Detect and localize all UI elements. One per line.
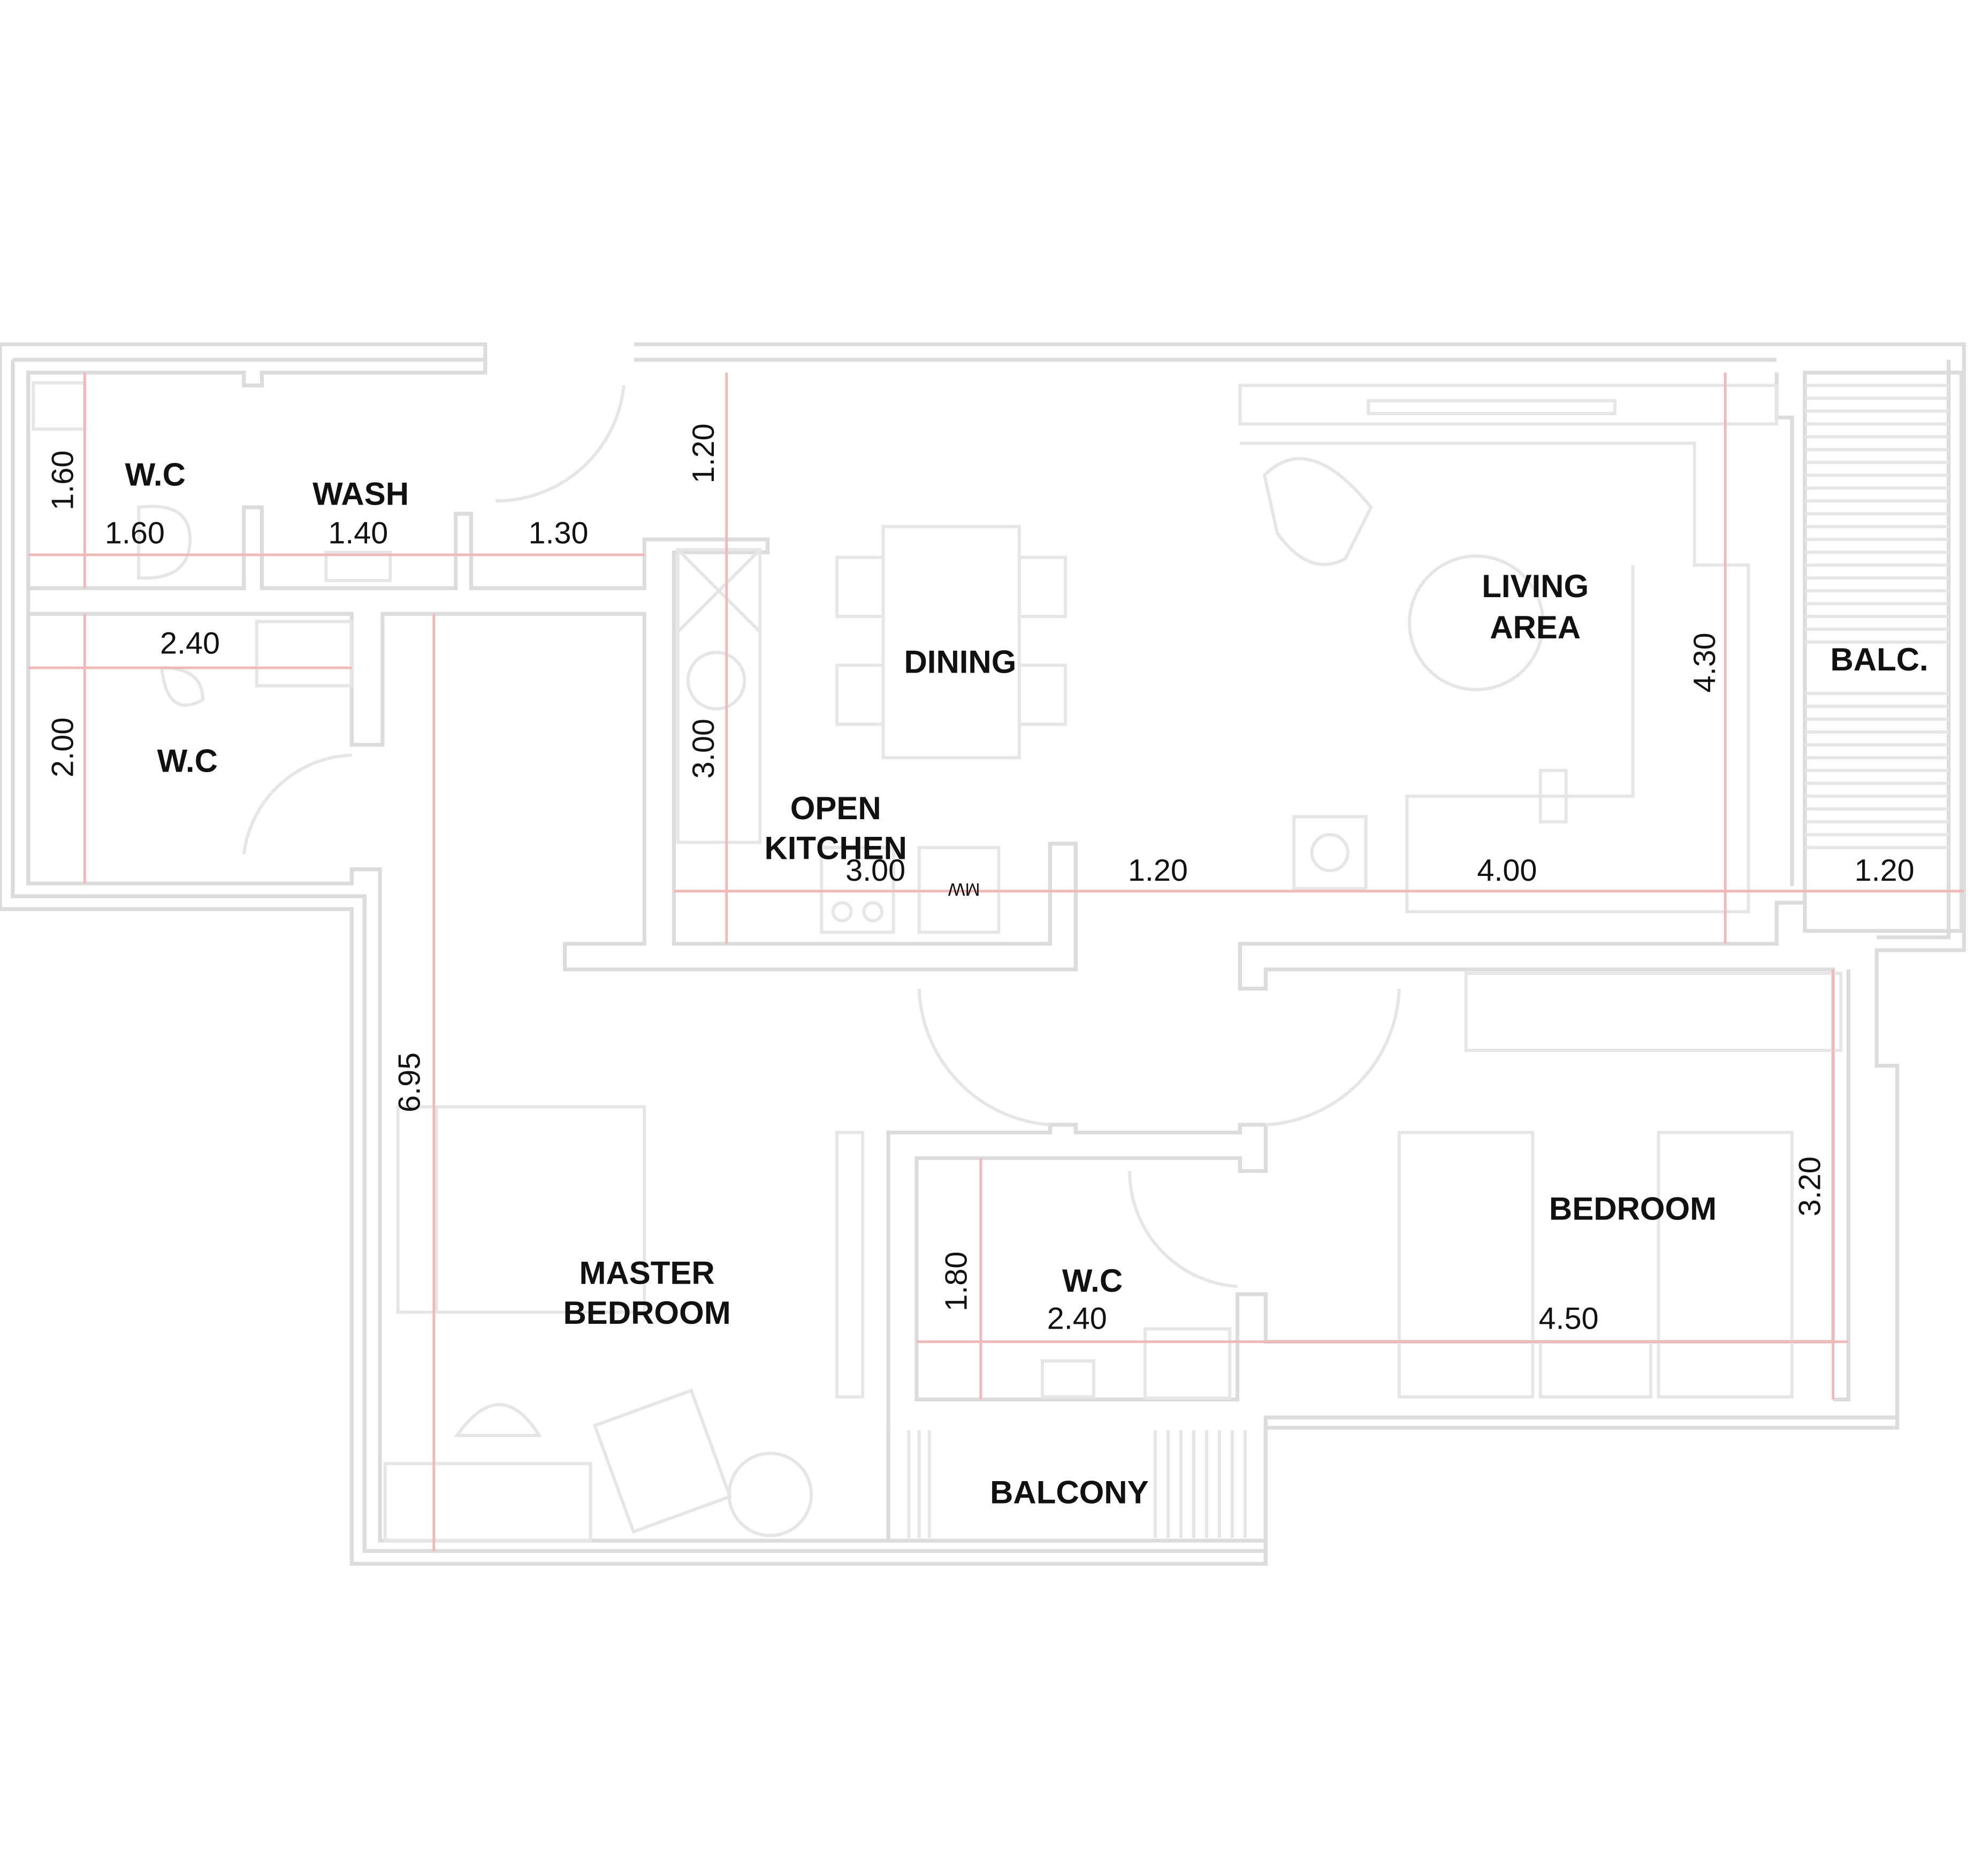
dim-master-height: 6.95 — [392, 1053, 426, 1112]
dim-living-width: 4.00 — [1477, 853, 1537, 888]
room-label-living-line2: AREA — [1490, 609, 1581, 645]
furniture — [32, 381, 1949, 1543]
dim-wash-width: 1.40 — [328, 516, 388, 550]
room-label-wash: WASH — [312, 476, 409, 512]
dim-living-height: 4.30 — [1688, 632, 1722, 692]
room-label-open-kitchen-line1: OPEN — [790, 790, 881, 826]
dim-kitchen-top-height: 1.20 — [687, 423, 721, 483]
room-label-balc: BALC. — [1830, 642, 1928, 677]
room-label-living-line1: LIVING — [1482, 568, 1589, 604]
room-labels: W.C WASH W.C DINING OPEN KITCHEN LIVING … — [125, 456, 1928, 1510]
dimension-labels: 1.60 1.60 1.40 1.30 1.20 2.40 2.00 3.00 … — [46, 423, 1915, 1336]
room-label-dining: DINING — [904, 644, 1016, 680]
room-label-wc-left: W.C — [157, 743, 218, 779]
microwave-label: MW — [948, 879, 980, 899]
dim-dining-width: 1.20 — [1128, 853, 1188, 888]
dim-corridor-width: 1.30 — [529, 516, 589, 550]
dim-wc-center-height: 1.80 — [939, 1252, 973, 1311]
dim-balc-width: 1.20 — [1855, 853, 1915, 888]
door-swings — [242, 385, 1401, 1288]
dimension-lines — [28, 372, 1964, 1551]
room-label-open-kitchen-line2: KITCHEN — [764, 830, 907, 866]
dim-kitchen-height: 3.00 — [687, 719, 721, 779]
room-label-master-line2: BEDROOM — [563, 1295, 730, 1331]
room-label-master-line1: MASTER — [579, 1255, 714, 1291]
room-label-balcony: BALCONY — [990, 1475, 1149, 1511]
dim-wc-left-height: 2.00 — [46, 718, 80, 777]
dim-wc-center-width: 2.40 — [1047, 1301, 1107, 1336]
dim-wc-left-width: 2.40 — [160, 627, 220, 661]
room-label-bedroom: BEDROOM — [1549, 1191, 1717, 1227]
dim-wc-top-height: 1.60 — [46, 451, 80, 510]
room-label-wc-top: W.C — [125, 456, 186, 492]
dim-bedroom-height: 3.20 — [1793, 1156, 1827, 1216]
room-label-wc-center: W.C — [1062, 1263, 1123, 1299]
dim-wc-top-width: 1.60 — [105, 516, 165, 550]
dim-kitchen-width: 3.00 — [845, 853, 905, 888]
dim-bedroom-width: 4.50 — [1539, 1301, 1599, 1336]
